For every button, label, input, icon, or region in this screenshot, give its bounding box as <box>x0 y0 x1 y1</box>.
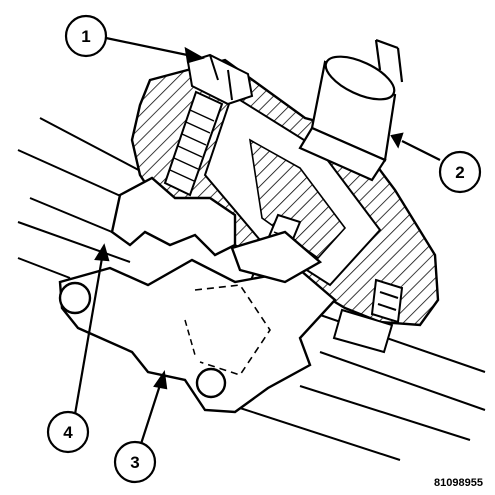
lower-bracket <box>58 258 337 414</box>
bolt <box>163 53 254 197</box>
callout-2: 2 <box>438 150 482 194</box>
rail-lines <box>17 117 486 461</box>
callout-4-number: 4 <box>63 423 73 442</box>
leader-lines <box>72 36 441 448</box>
callout-1-number: 1 <box>81 27 90 46</box>
callout-4: 4 <box>46 410 90 454</box>
callout-2-number: 2 <box>455 163 464 182</box>
stud-right <box>332 278 404 354</box>
callout-1: 1 <box>64 14 108 58</box>
leader-2 <box>390 132 441 161</box>
leader-3 <box>138 370 168 448</box>
leader-1 <box>105 36 205 64</box>
callout-3: 3 <box>113 440 157 484</box>
callout-3-number: 3 <box>130 453 139 472</box>
sensor-cylinder <box>298 38 404 182</box>
upper-clamp <box>110 176 323 284</box>
leader-4 <box>72 243 110 421</box>
figure-id-label: 81098955 <box>434 477 483 489</box>
